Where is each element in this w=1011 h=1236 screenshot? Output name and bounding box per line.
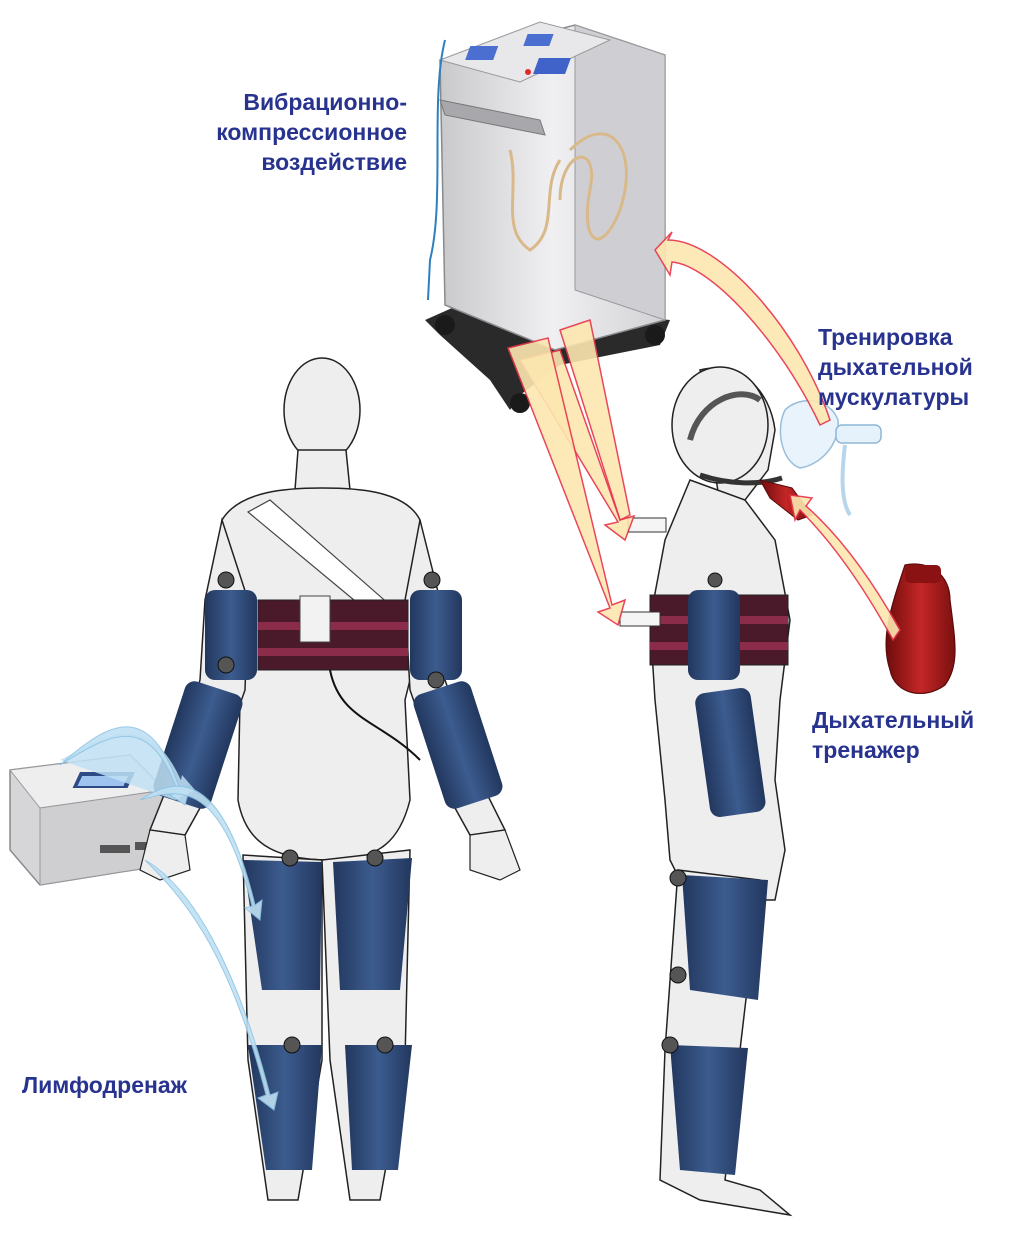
label-trainer-line-2: тренажер — [812, 735, 1008, 765]
label-breathing-trainer: Дыхательный тренажер — [812, 705, 1008, 765]
back-view-figure — [140, 358, 520, 1200]
label-vibration-line-2: компрессионное — [155, 117, 407, 147]
label-respiratory-training: Тренировка дыхательной мускулатуры — [818, 322, 1008, 412]
label-training-line-1: Тренировка — [818, 322, 1008, 352]
label-lymphatic-drainage: Лимфодренаж — [22, 1070, 187, 1100]
label-trainer-line-1: Дыхательный — [812, 705, 1008, 735]
label-vibration-line-3: воздействие — [155, 147, 407, 177]
label-vibration-compression: Вибрационно- компрессионное воздействие — [155, 87, 407, 177]
label-training-line-2: дыхательной — [818, 352, 1008, 382]
label-training-line-3: мускулатуры — [818, 382, 1008, 412]
side-view-figure — [620, 367, 812, 1215]
label-vibration-line-1: Вибрационно- — [155, 87, 407, 117]
label-lymph-line-1: Лимфодренаж — [22, 1070, 187, 1100]
